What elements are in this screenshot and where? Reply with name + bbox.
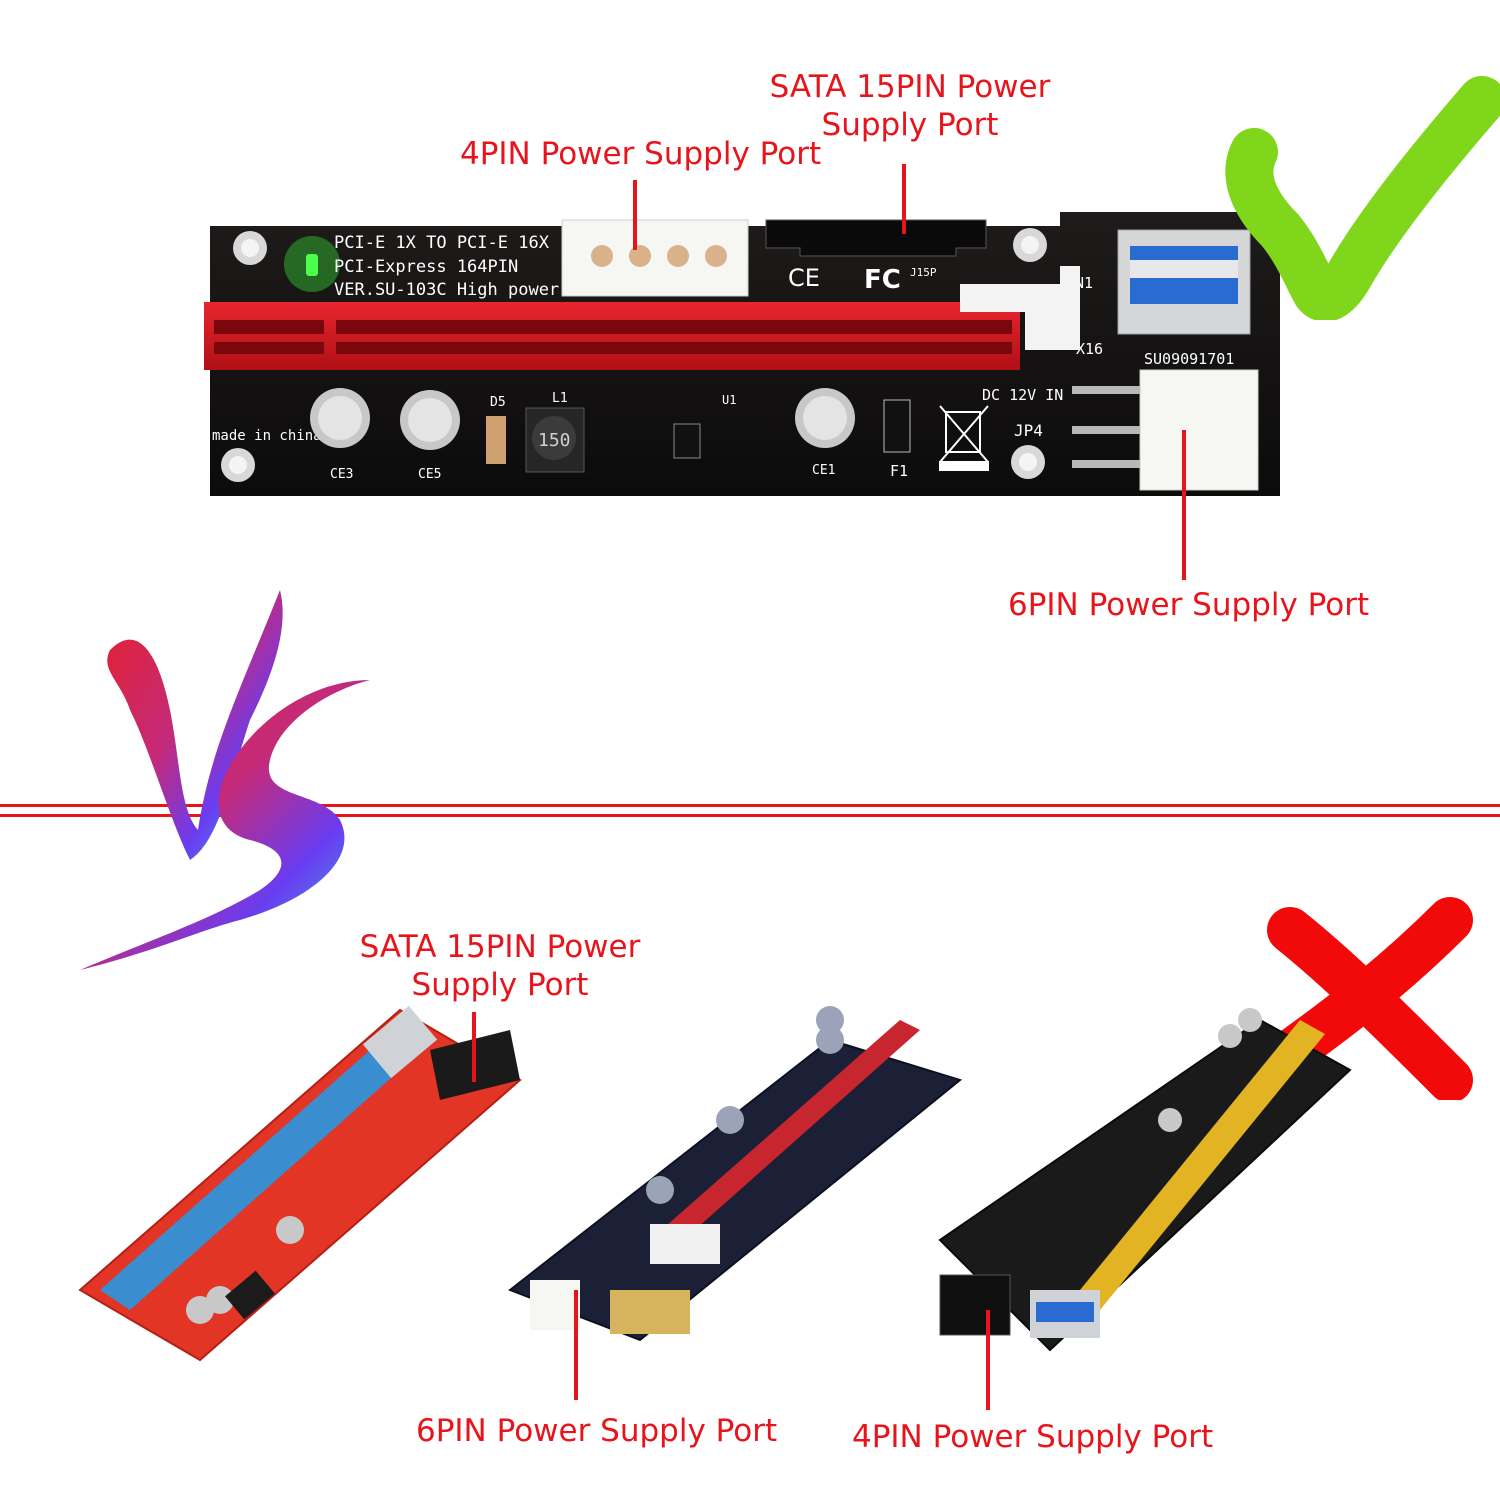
vs-text: VS (70, 570, 72, 571)
weee-symbol (939, 405, 989, 471)
bottom-sata-leader (472, 1012, 476, 1082)
silk-u1: U1 (722, 393, 736, 407)
silk-jp4: JP4 (1014, 421, 1043, 440)
red-riser-board (78, 1005, 522, 1362)
top-riser-board: PCI-E 1X TO PCI-E 16X PCI-Express 164PIN… (204, 212, 1280, 496)
check-mark-icon (1225, 76, 1500, 320)
silk-line1: PCI-E 1X TO PCI-E 16X (334, 233, 550, 253)
silk-l1: L1 (552, 391, 568, 406)
silk-f1: F1 (890, 462, 908, 480)
bottom-4pin-leader (986, 1310, 990, 1410)
silk-ce3: CE3 (330, 467, 353, 482)
top-sata-leader (902, 164, 906, 234)
slot-latch (960, 266, 1080, 350)
pcie-x16-slot (204, 302, 1020, 370)
silk-dc-in: DC 12V IN (982, 386, 1063, 404)
top-6pin-leader (1182, 430, 1186, 580)
top-4pin-leader (633, 180, 637, 250)
silk-serial: SU09091701 (1144, 350, 1234, 368)
molex-4pin-connector (561, 219, 749, 297)
silk-line2: PCI-Express 164PIN (334, 257, 518, 277)
diode-d5 (486, 416, 506, 464)
bottom-sata-callout: SATA 15PIN Power Supply Port (359, 929, 641, 1003)
bottom-6pin-callout: 6PIN Power Supply Port (416, 1413, 778, 1449)
silk-ce5: CE5 (418, 467, 441, 482)
silk-ce1: CE1 (812, 463, 835, 478)
usb3-port (1117, 229, 1251, 335)
silk-x16: X16 (1076, 340, 1103, 358)
bottom-6pin-leader (574, 1290, 578, 1400)
inductor-label: 150 (538, 430, 571, 451)
bottom-4pin-callout: 4PIN Power Supply Port (852, 1419, 1214, 1455)
fc-mark: FC (864, 265, 901, 295)
silk-j15p: J15P (910, 266, 937, 279)
top-4pin-callout: 4PIN Power Supply Port (460, 136, 822, 172)
ic-u1 (673, 423, 701, 459)
divider-line-upper (0, 804, 1500, 807)
silk-line3: VER.SU-103C High power (334, 280, 559, 300)
fuse-f1 (883, 399, 911, 453)
top-6pin-callout: 6PIN Power Supply Port (1008, 587, 1370, 623)
vs-mark: VS (70, 570, 370, 970)
mounting-holes (221, 228, 1047, 482)
capacitors (310, 388, 855, 450)
ce-mark: CE (788, 264, 820, 292)
blue-riser-board (507, 1006, 963, 1342)
black-riser-board (938, 1008, 1352, 1352)
silk-made-in: made in china (212, 428, 322, 444)
divider-line-lower (0, 814, 1500, 817)
pcie-6pin-connector (1072, 369, 1259, 491)
top-sata-callout: SATA 15PIN Power Supply Port (769, 69, 1051, 143)
silk-d5: D5 (490, 395, 506, 410)
